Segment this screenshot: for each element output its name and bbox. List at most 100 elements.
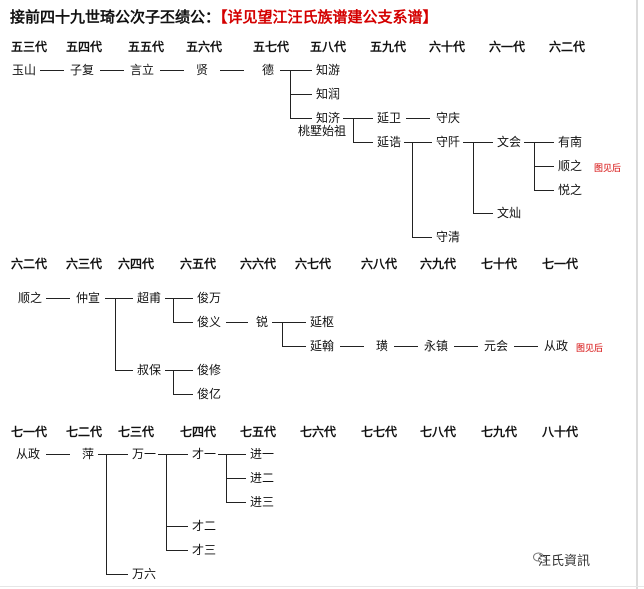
- connector: [340, 346, 364, 347]
- brand-watermark: 汪氏資訊: [538, 554, 591, 569]
- person-name: 悦之: [558, 183, 583, 197]
- connector: [473, 142, 493, 143]
- connector: [406, 118, 430, 119]
- gen-header: 五五代: [128, 40, 165, 54]
- connector: [353, 118, 354, 142]
- gen-header: 七一代: [542, 257, 579, 271]
- connector: [226, 322, 248, 323]
- person-name: 顺之: [18, 291, 43, 305]
- person-name: 守阡: [436, 135, 461, 149]
- gen-header: 七六代: [300, 425, 337, 439]
- connector: [173, 370, 193, 371]
- person-name: 知济: [316, 111, 341, 125]
- connector: [106, 574, 128, 575]
- connector: [226, 478, 246, 479]
- person-name: 延枢: [310, 315, 335, 329]
- person-name: 万六: [132, 567, 157, 581]
- connector: [463, 142, 473, 143]
- gen-header: 七五代: [240, 425, 277, 439]
- person-name: 知润: [316, 87, 341, 101]
- bottom-border: [0, 586, 644, 587]
- gen-header: 六五代: [180, 257, 217, 271]
- connector: [280, 70, 290, 71]
- see-below-note: 图见后: [594, 164, 622, 174]
- person-name: 延诰: [377, 135, 402, 149]
- connector: [166, 526, 188, 527]
- connector: [173, 298, 174, 322]
- person-name: 萍: [82, 447, 95, 461]
- connector: [173, 322, 193, 323]
- connector: [173, 298, 193, 299]
- person-name: 文会: [497, 135, 522, 149]
- person-name: 俊亿: [197, 387, 222, 401]
- gen-header: 七一代: [11, 425, 48, 439]
- connector: [165, 370, 173, 371]
- connector: [220, 70, 244, 71]
- connector: [282, 346, 306, 347]
- connector: [272, 322, 282, 323]
- gen-header: 六七代: [295, 257, 332, 271]
- connector: [173, 370, 174, 394]
- person-name: 进二: [250, 471, 275, 485]
- gen-header: 七九代: [481, 425, 518, 439]
- connector: [165, 298, 173, 299]
- connector: [160, 70, 184, 71]
- connector: [534, 166, 554, 167]
- person-name: 贤: [196, 63, 209, 77]
- person-title: 桃墅始祖: [298, 124, 347, 138]
- connector: [173, 394, 193, 395]
- gen-header: 五四代: [66, 40, 103, 54]
- connector: [98, 454, 106, 455]
- connector: [514, 346, 538, 347]
- person-name: 知游: [316, 63, 341, 77]
- connector: [343, 118, 353, 119]
- connector: [353, 118, 373, 119]
- person-name: 进三: [250, 495, 275, 509]
- gen-header: 六二代: [549, 40, 586, 54]
- connector: [290, 70, 312, 71]
- person-name: 从政: [544, 339, 569, 353]
- connector: [40, 70, 64, 71]
- gen-header: 七二代: [66, 425, 103, 439]
- gen-header: 七三代: [118, 425, 155, 439]
- person-name: 万一: [132, 447, 157, 461]
- gen-header: 六三代: [66, 257, 103, 271]
- gen-header: 五三代: [11, 40, 48, 54]
- connector: [412, 142, 432, 143]
- person-name: 俊万: [197, 291, 222, 305]
- person-name: 永镇: [424, 339, 449, 353]
- connector: [226, 502, 246, 503]
- connector: [534, 190, 554, 191]
- gen-header: 六二代: [11, 257, 48, 271]
- person-name: 元会: [484, 339, 509, 353]
- person-name: 才二: [192, 519, 217, 533]
- gen-header: 七七代: [361, 425, 398, 439]
- connector: [473, 142, 474, 213]
- person-name: 有南: [558, 135, 583, 149]
- person-name: 文灿: [497, 206, 522, 220]
- connector: [353, 142, 373, 143]
- person-name: 玉山: [12, 63, 37, 77]
- gen-header: 五八代: [310, 40, 347, 54]
- connector: [524, 142, 534, 143]
- connector: [100, 70, 124, 71]
- wechat-icon: [533, 552, 547, 564]
- connector: [158, 454, 166, 455]
- connector: [282, 322, 283, 346]
- connector: [290, 94, 312, 95]
- connector: [282, 322, 306, 323]
- gen-header: 五九代: [370, 40, 407, 54]
- person-name: 进一: [250, 447, 275, 461]
- person-name: 延翰: [310, 339, 335, 353]
- gen-header: 七十代: [481, 257, 518, 271]
- connector: [404, 142, 412, 143]
- person-name: 延卫: [377, 111, 402, 125]
- person-name: 俊义: [197, 315, 222, 329]
- connector: [290, 118, 312, 119]
- gen-header: 六九代: [420, 257, 457, 271]
- connector: [534, 142, 554, 143]
- person-name: 超甫: [137, 291, 162, 305]
- connector: [218, 454, 226, 455]
- gen-header: 五六代: [186, 40, 223, 54]
- connector: [412, 142, 413, 237]
